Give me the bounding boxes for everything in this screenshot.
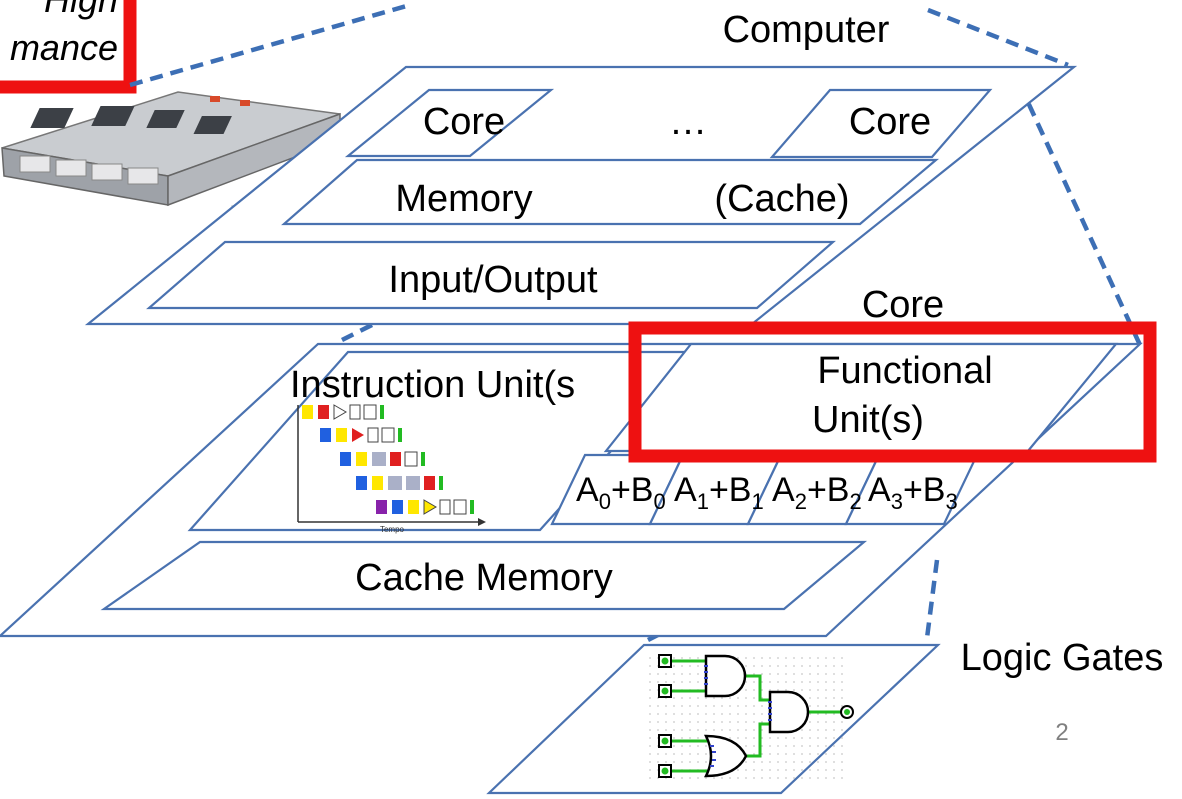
callout-line2: mance	[10, 27, 118, 68]
and-gate-1	[704, 654, 747, 698]
pipeline-chart: Tempo	[297, 404, 486, 534]
functional-unit-box: Functional Unit(s)	[603, 342, 1119, 453]
cache-memory-label: Cache Memory	[355, 557, 613, 599]
instruction-unit-label: Instruction Unit(s	[290, 364, 575, 406]
server-image	[1, 91, 341, 221]
functional-unit-label-1: Functional	[817, 350, 992, 392]
circuit-inputs	[658, 654, 672, 778]
pipeline-row	[356, 476, 443, 490]
pipeline-axis-label: Tempo	[380, 525, 405, 534]
adder-3-label: A3+B3	[868, 471, 958, 514]
cache-label: (Cache)	[714, 178, 849, 220]
circuit-output	[840, 705, 854, 719]
circuit-grid	[648, 652, 848, 780]
pipeline-row	[340, 451, 425, 467]
and-gate-2	[768, 690, 810, 734]
adder-2-label: A2+B2	[772, 471, 862, 514]
functional-unit-highlight	[628, 321, 1157, 463]
pipeline-row	[376, 499, 474, 515]
core-ellipsis: …	[669, 101, 707, 143]
performance-callout: High mance	[0, 0, 137, 94]
core-right-label: Core	[849, 101, 931, 143]
pipeline-row	[302, 404, 384, 420]
memory-box: Memory (Cache)	[281, 158, 940, 226]
core-title: Core	[862, 284, 944, 326]
cache-memory-box: Cache Memory	[100, 540, 868, 611]
gate-input-marks	[704, 665, 772, 767]
callout-line1: High	[44, 0, 118, 20]
core-box-right: Core	[769, 88, 993, 159]
pipeline-row	[320, 427, 402, 443]
circuit-wires	[672, 659, 842, 773]
adder-1-label: A1+B1	[674, 471, 764, 514]
memory-label: Memory	[395, 178, 532, 220]
io-label: Input/Output	[388, 259, 598, 301]
logic-gates-plane: Logic Gates	[486, 637, 1164, 795]
page-number: 2	[1055, 719, 1068, 746]
core-left-label: Core	[423, 101, 505, 143]
functional-unit-label-2: Unit(s)	[812, 399, 924, 441]
adder-0-label: A0+B0	[576, 471, 666, 514]
core-plane: Core Instruction Unit(s Tempo	[0, 284, 1143, 638]
or-gate	[703, 734, 748, 778]
logic-gates-title: Logic Gates	[961, 637, 1164, 679]
computer-title: Computer	[723, 9, 890, 51]
adder-boxes: A0+B0 A1+B1 A2+B2 A3+B3	[550, 453, 979, 526]
io-box: Input/Output	[146, 240, 836, 310]
computer-plane: Computer Core … Core Memory (Cache) Inpu…	[84, 9, 1078, 326]
core-box-left: Core	[344, 88, 555, 158]
